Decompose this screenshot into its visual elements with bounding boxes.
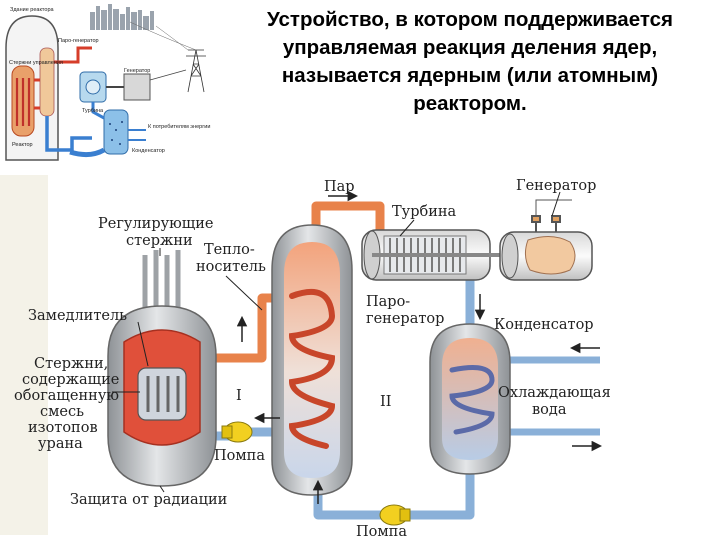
fuel-assembly <box>137 367 187 421</box>
label-small-reactor: Реактор <box>12 142 33 148</box>
label-steam: Пар <box>324 179 355 195</box>
reactor-diagram: Пар Турбина Генератор Регулирующие стерж… <box>0 170 720 540</box>
condenser-coil <box>449 365 495 435</box>
label-steam-gen-2: генератор <box>366 311 444 327</box>
label-moderator: Замедлитель <box>28 308 127 324</box>
label-steam-gen-1: Паро- <box>366 294 410 310</box>
label-pump-2: Помпа <box>356 524 407 540</box>
label-fuel-5: изотопов <box>28 420 98 436</box>
label-cooling-water-2: вода <box>532 402 567 418</box>
label-small-generator: Генератор <box>124 68 150 74</box>
page-heading: Устройство, в котором поддерживается упр… <box>267 8 673 115</box>
label-control-rods-1: Регулирующие <box>98 216 214 232</box>
label-generator: Генератор <box>516 178 596 194</box>
label-pump-1: Помпа <box>214 448 265 464</box>
label-small-turbine: Турбина <box>82 108 104 114</box>
label-building: Здание реактора <box>10 7 55 13</box>
power-tower-icon <box>129 21 206 93</box>
label-coolant-2: носитель <box>196 259 266 275</box>
small-steam-generator-icon <box>39 47 55 117</box>
secondary-pump-icon <box>379 504 411 526</box>
city-skyline-icon <box>90 4 154 30</box>
label-circuit-1: I <box>236 388 242 404</box>
steam-generator-coil <box>288 289 336 449</box>
generator <box>499 199 593 281</box>
label-small-steam-gen: Паро-генератор <box>58 38 99 44</box>
primary-pump-icon <box>221 421 253 443</box>
label-small-consumers: К потребителям энергии <box>148 124 210 130</box>
label-fuel-2: содержащие <box>22 372 119 388</box>
label-small-rods: Стержни управления <box>9 60 63 66</box>
label-fuel-6: урана <box>38 436 83 452</box>
label-fuel-4: смесь <box>40 404 84 420</box>
label-turbine: Турбина <box>392 204 457 220</box>
small-generator-icon <box>123 73 151 101</box>
label-coolant-1: Тепло- <box>204 242 255 258</box>
npp-overview-diagram: Здание реактора Паро-генератор Генератор… <box>0 0 222 170</box>
flow-arrows <box>236 190 603 504</box>
label-fuel-3: обогащенную <box>14 388 119 404</box>
label-small-condenser: Конденсатор <box>132 148 165 154</box>
label-fuel-1: Стержни, <box>34 356 108 372</box>
label-control-rods-2: стержни <box>126 233 193 249</box>
small-condenser-icon <box>103 109 129 155</box>
turbine <box>361 229 510 281</box>
label-cooling-water-1: Охлаждающая <box>498 385 611 401</box>
label-circuit-2: II <box>380 394 391 410</box>
label-radiation-shield: Защита от радиации <box>70 492 227 508</box>
label-condenser: Конденсатор <box>494 317 594 333</box>
